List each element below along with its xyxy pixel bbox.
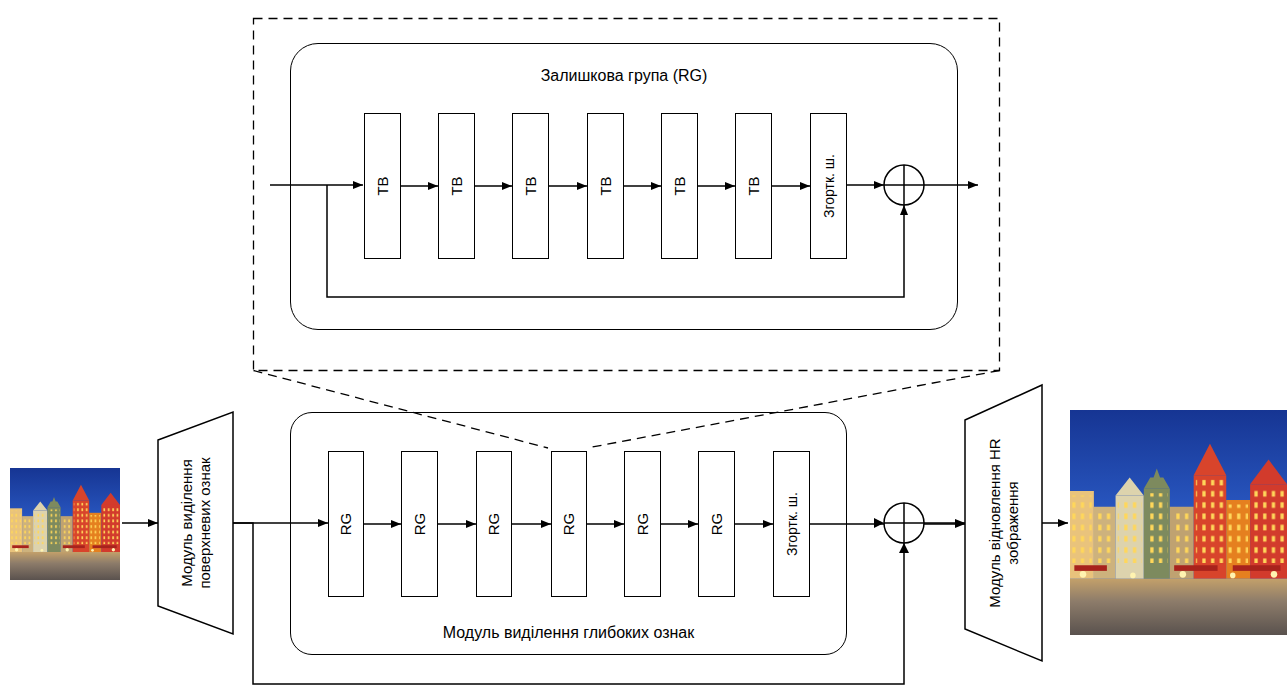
module-trapezoid: Модуль відновлення HR зображення: [965, 385, 1042, 661]
block-box: RG: [476, 451, 512, 597]
flow-arrow: [735, 523, 773, 525]
block-box: Згортк. ш.: [810, 113, 847, 259]
block-label: ТВ: [671, 119, 689, 253]
block-label: ТВ: [448, 119, 466, 253]
sum-arrow: [846, 184, 884, 186]
block-box: RG: [401, 451, 438, 597]
input-image: [10, 468, 120, 580]
block-box: RG: [698, 451, 735, 597]
block-label: RG: [337, 457, 355, 591]
sum-symbol: [903, 503, 905, 543]
block-box: ТВ: [661, 113, 698, 259]
group-box: ТВ ТВ ТВ ТВ ТВ ТВ Згортк. ш. Залишкова група (R…: [290, 43, 958, 330]
block-label: ТВ: [597, 119, 615, 253]
block-label: RG: [634, 457, 652, 591]
block-label: RG: [708, 457, 726, 591]
block-label: RG: [560, 457, 578, 591]
block-label: Модуль відновлення HR зображення: [986, 435, 1022, 611]
flow-arrow: [624, 185, 661, 187]
input-arrow: [122, 522, 158, 524]
flow-arrow: [512, 523, 551, 525]
block-box: ТВ: [587, 113, 624, 259]
sum-symbol: [884, 165, 924, 205]
block-label: Згортк. ш.: [820, 119, 837, 253]
module-trapezoid: Модуль виділення поверхневих ознак: [158, 412, 233, 634]
block-box: ТВ: [512, 113, 549, 259]
flow-arrow: [438, 523, 476, 525]
block-box: Згортк. ш.: [773, 451, 810, 597]
block-label: ТВ: [522, 119, 540, 253]
input-arrow: [270, 184, 363, 186]
zoom-frame: [254, 19, 1000, 371]
trapezoid-outline: [158, 412, 233, 634]
flow-arrow: [587, 523, 624, 525]
zoom-line: [254, 371, 549, 449]
block-box: RG: [624, 451, 661, 597]
flow-arrow: [364, 523, 401, 525]
arrow-head: [899, 543, 909, 553]
output-arrow: [924, 184, 978, 186]
zoom-line: [587, 371, 1000, 449]
output-arrow: [1042, 522, 1068, 524]
arrow-head: [874, 518, 884, 528]
trapezoid-outline: [965, 385, 1042, 661]
block-label: Згортк. ш.: [783, 457, 800, 591]
block-label: ТВ: [374, 119, 392, 253]
block-box: ТВ: [438, 113, 475, 259]
block-label: RG: [485, 457, 503, 591]
block-label: Модуль виділення поверхневих ознак: [178, 445, 214, 601]
block-box: RG: [551, 451, 587, 597]
block-box: ТВ: [735, 113, 772, 259]
flow-arrow: [401, 185, 438, 187]
block-box: RG: [328, 451, 364, 597]
output-image: [1070, 410, 1287, 635]
flow-arrow: [698, 185, 735, 187]
block-label: RG: [411, 457, 429, 591]
sum-symbol: [884, 503, 924, 543]
flow-arrow: [475, 185, 512, 187]
block-label: Модуль виділення глибоких ознак: [291, 623, 846, 642]
module-box: RG RG RG RG RG RG Згортк. ш. Модуль виділення г…: [290, 412, 847, 655]
block-label: Залишкова група (RG): [291, 66, 957, 85]
block-label: ТВ: [745, 119, 763, 253]
flow-arrow: [772, 185, 810, 187]
block-box: ТВ: [364, 113, 401, 259]
sum-symbol: [903, 165, 905, 205]
flow-arrow: [549, 185, 587, 187]
flow-arrow: [661, 523, 698, 525]
